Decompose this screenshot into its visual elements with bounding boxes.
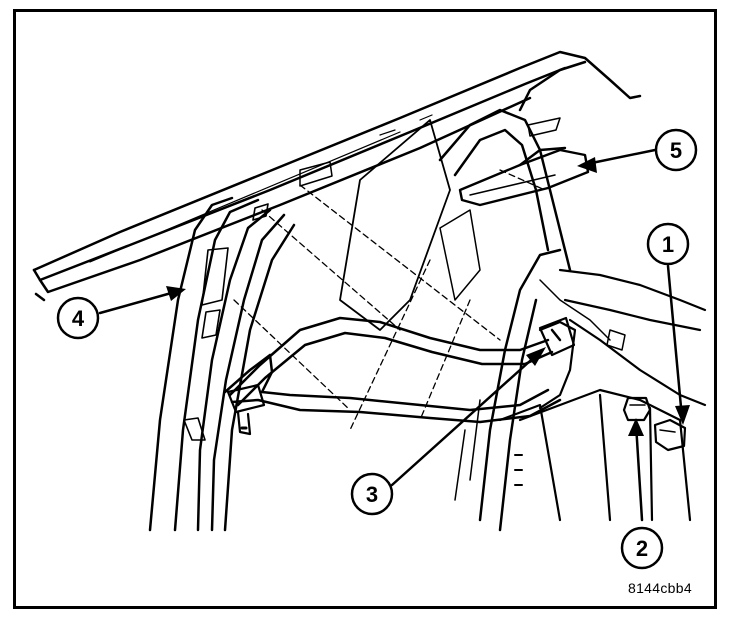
leader-2 (634, 422, 644, 522)
belt-anchor (538, 316, 576, 357)
quarter-panel (454, 268, 707, 522)
arrow-head-2 (628, 418, 644, 436)
rear-pillar (339, 60, 587, 532)
leader-3 (390, 350, 542, 487)
callout-3: 3 (350, 472, 394, 516)
phantom-lines (233, 169, 546, 431)
anchor-bolt (622, 396, 652, 422)
seat-belt-webbing (223, 316, 577, 424)
leader-4 (98, 288, 184, 315)
roof-rail (32, 50, 642, 302)
belt-retractor (458, 146, 590, 207)
trim-cover (653, 418, 687, 452)
belt-tongue (226, 383, 266, 436)
callout-2: 2 (620, 526, 664, 570)
arrow-head-3 (526, 347, 546, 366)
arrow-head-5 (577, 157, 597, 173)
callout-1: 1 (646, 222, 690, 266)
callout-2-label: 2 (636, 536, 648, 561)
b-pillar (148, 196, 296, 532)
arrow-heads (166, 157, 690, 436)
callout-5-label: 5 (670, 138, 682, 163)
arrow-head-4 (166, 286, 186, 301)
leader-1 (666, 264, 684, 420)
arrow-head-1 (675, 405, 690, 425)
callout-5: 5 (654, 128, 698, 172)
callout-3-label: 3 (366, 482, 378, 507)
callout-1-label: 1 (662, 232, 674, 257)
callout-4: 4 (56, 296, 100, 340)
figure-code: 8144cbb4 (628, 580, 692, 596)
callout-4-label: 4 (72, 306, 85, 331)
